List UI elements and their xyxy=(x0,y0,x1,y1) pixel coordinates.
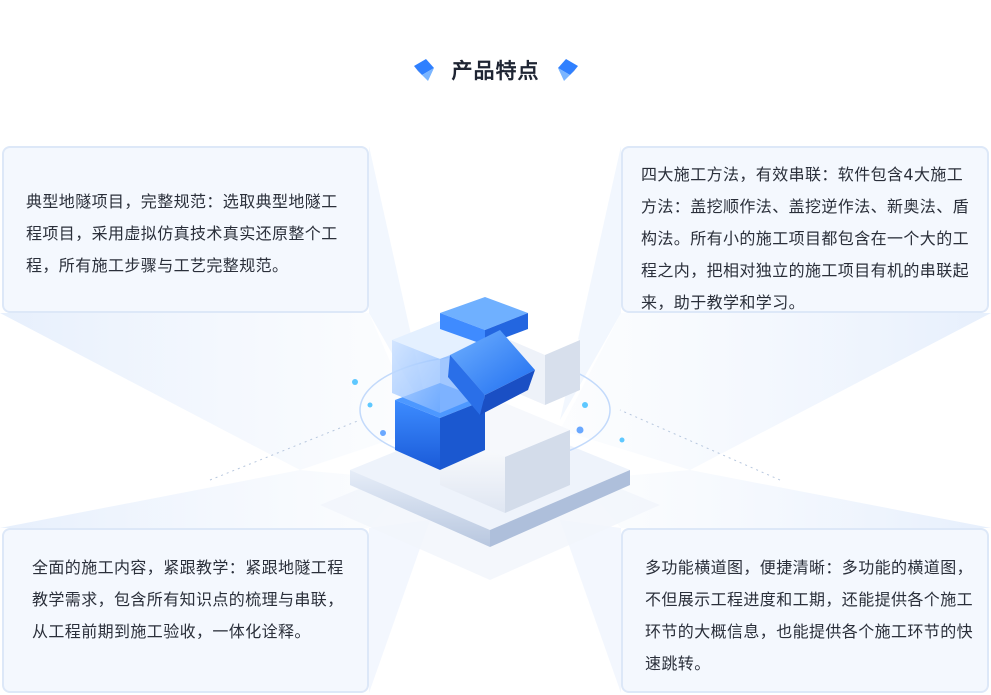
feature-card-gantt-chart: 多功能横道图，便捷清晰：多功能的横道图，不但展示工程进度和工期，还能提供各个施工… xyxy=(621,528,989,693)
section-title: 产品特点 xyxy=(451,59,540,83)
feature-text: 四大施工方法，有效串联：软件包含4大施工方法：盖挖顺作法、盖挖逆作法、新奥法、盾… xyxy=(641,165,970,312)
feature-card-teaching-content: 全面的施工内容，紧跟教学：紧跟地隧工程教学需求，包含所有知识点的梳理与串联，从工… xyxy=(2,528,369,693)
feature-text: 典型地隧项目，完整规范：选取典型地隧工程项目，采用虚拟仿真技术真实还原整个工程，… xyxy=(26,192,338,275)
feature-card-typical-project: 典型地隧项目，完整规范：选取典型地隧工程项目，采用虚拟仿真技术真实还原整个工程，… xyxy=(2,146,369,313)
section-header: 产品特点 xyxy=(0,50,991,90)
feature-card-four-methods: 四大施工方法，有效串联：软件包含4大施工方法：盖挖顺作法、盖挖逆作法、新奥法、盾… xyxy=(621,146,989,313)
right-diamond-arrow-icon xyxy=(557,59,578,81)
stacked-cubes-icon xyxy=(320,297,660,580)
left-diamond-arrow-icon xyxy=(413,59,434,81)
feature-text: 多功能横道图，便捷清晰：多功能的横道图，不但展示工程进度和工期，还能提供各个施工… xyxy=(645,558,974,673)
feature-text: 全面的施工内容，紧跟教学：紧跟地隧工程教学需求，包含所有知识点的梳理与串联，从工… xyxy=(32,558,344,641)
